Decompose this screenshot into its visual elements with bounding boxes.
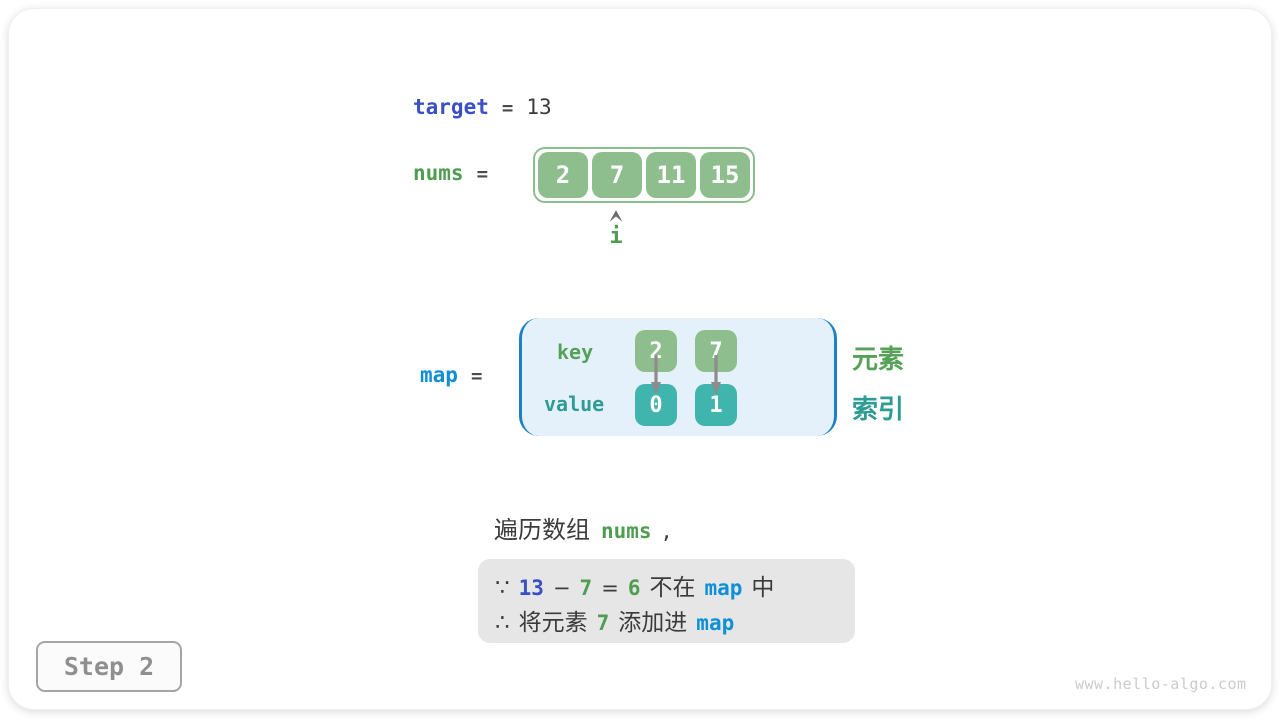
nums-array: 2 7 11 15: [533, 147, 755, 203]
note-difference-value: 6: [627, 576, 641, 600]
key-to-value-arrow-down-icon: [650, 355, 662, 401]
target-equals-sign: =: [501, 97, 514, 119]
map-key-cell: 2: [635, 330, 677, 372]
key-to-value-arrow-down-icon: [710, 355, 722, 401]
caption-line: 遍历数组 nums ,: [494, 510, 670, 545]
index-pointer-label: i: [609, 224, 623, 249]
target-row: target = 13: [413, 95, 552, 119]
therefore-symbol: ∴: [495, 610, 510, 636]
target-variable-label: target: [413, 95, 489, 119]
step-badge: Step 2: [36, 641, 182, 692]
note-add-prefix: 将元素: [518, 610, 588, 636]
nums-variable-label: nums: [413, 161, 464, 185]
nums-array-cell: 2: [538, 152, 588, 198]
because-symbol: ∵: [495, 575, 510, 601]
note-current-num: 7: [579, 576, 593, 600]
watermark: www.hello-algo.com: [1075, 675, 1247, 693]
nums-equals-sign: =: [476, 163, 489, 185]
note-box: ∵ 13 − 7 = 6 不在 map 中 ∴ 将元素 7 添加进 map: [478, 559, 855, 643]
nums-row-label: nums =: [413, 161, 488, 185]
caption-text: 遍历数组: [494, 516, 590, 544]
caption-comma: ,: [662, 516, 671, 544]
map-variable-label: map: [420, 363, 458, 387]
note-line-2: ∴ 将元素 7 添加进 map: [495, 603, 855, 636]
note-minus-sign: −: [552, 576, 571, 600]
note-line-1: ∵ 13 − 7 = 6 不在 map 中: [495, 568, 855, 601]
nums-array-cell: 7: [592, 152, 642, 198]
map-equals-sign: =: [470, 365, 483, 387]
index-label: 索引: [852, 395, 905, 425]
caption-nums-token: nums: [601, 519, 652, 543]
note-target-value: 13: [518, 576, 544, 600]
map-key-row-label: key: [557, 340, 594, 364]
nums-array-cell: 15: [700, 152, 750, 198]
index-pointer-up-icon: [608, 207, 624, 226]
note-add-action: 添加进: [618, 610, 688, 636]
note-added-num: 7: [596, 611, 610, 635]
element-label: 元素: [852, 345, 905, 375]
map-value-row-label: value: [544, 392, 605, 416]
nums-array-cell: 11: [646, 152, 696, 198]
note-equals-sign: =: [601, 576, 619, 600]
target-value: 13: [526, 95, 552, 119]
note-not-in-text: 不在: [649, 575, 696, 601]
note-in-suffix: 中: [751, 575, 775, 601]
note-map-token: map: [696, 611, 735, 635]
map-row-label: map =: [420, 363, 482, 387]
note-map-token: map: [704, 576, 743, 600]
map-bracket-box: [519, 318, 837, 436]
